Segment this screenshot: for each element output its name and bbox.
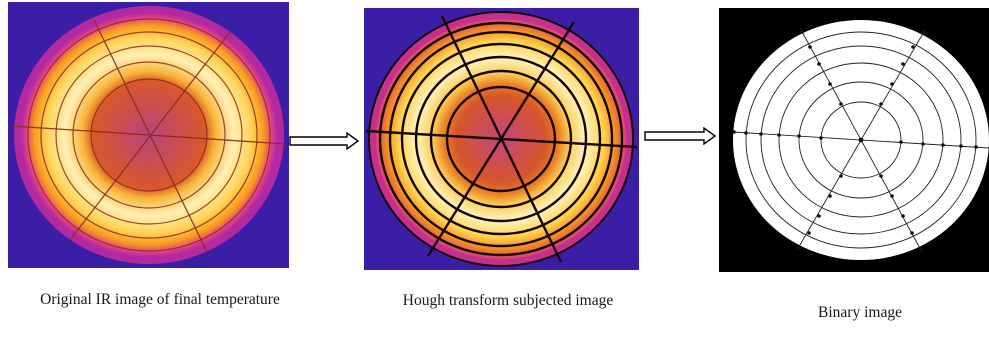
binary-image	[719, 8, 989, 272]
original-ir-image	[8, 2, 289, 268]
process-arrow-1	[289, 131, 360, 151]
process-arrow-2	[644, 126, 717, 146]
caption-binary: Binary image	[818, 304, 902, 321]
hough-transform-image	[364, 8, 639, 270]
caption-hough-transform: Hough transform subjected image	[402, 292, 614, 309]
caption-original-ir: Original IR image of final temperature	[40, 291, 280, 308]
